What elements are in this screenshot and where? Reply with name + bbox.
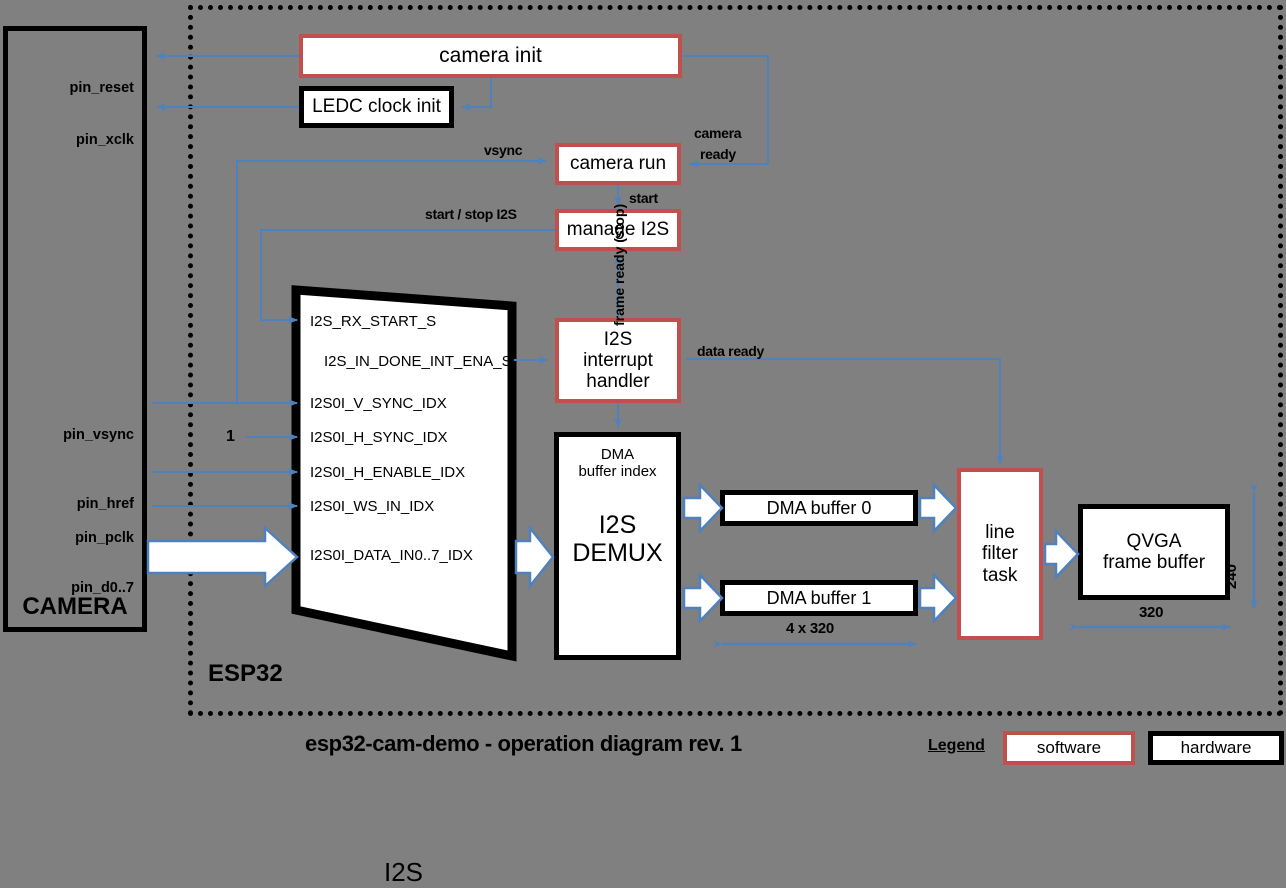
diagram-title: esp32-cam-demo - operation diagram rev. … bbox=[305, 731, 742, 756]
legend-software-swatch: software bbox=[1003, 731, 1135, 765]
i2s-demux-top-line-2: buffer index bbox=[578, 462, 657, 480]
i2s-signal-i2s0i_h_enable_idx: I2S0I_H_ENABLE_IDX bbox=[310, 464, 466, 481]
pin-label-pin_xclk: pin_xclk bbox=[75, 132, 134, 148]
esp32-label: ESP32 bbox=[208, 660, 283, 687]
dma-buffer-0-label: DMA buffer 0 bbox=[766, 497, 872, 518]
i2s-interrupt-handler-line-1: I2S bbox=[603, 328, 633, 350]
legend-hardware-label: hardware bbox=[1180, 738, 1252, 758]
line-filter-task-line-3: task bbox=[982, 564, 1018, 586]
camera-block: pin_reset pin_xclk pin_vsync pin_href pi… bbox=[3, 26, 147, 632]
manage-i2s-block[interactable]: manage I2S bbox=[555, 209, 681, 251]
pin-label-pin_reset: pin_reset bbox=[69, 80, 134, 96]
dma-buffer-0-block[interactable]: DMA buffer 0 bbox=[720, 490, 918, 526]
i2s-signal-i2s_in_done_int_ena_s: I2S_IN_DONE_INT_ENA_S bbox=[324, 353, 512, 370]
camera-title: CAMERA bbox=[22, 593, 128, 620]
pin-label-pin_pclk: pin_pclk bbox=[75, 530, 134, 546]
label-vsync: vsync bbox=[484, 142, 523, 158]
dma-buffer-1-block[interactable]: DMA buffer 1 bbox=[720, 580, 918, 616]
i2s-demux-block[interactable]: DMA buffer index I2S DEMUX bbox=[554, 432, 681, 660]
qvga-frame-buffer-line-1: QVGA bbox=[1126, 530, 1182, 552]
pin-label-pin_href: pin_href bbox=[76, 496, 134, 512]
line-filter-task-line-2: filter bbox=[982, 543, 1018, 565]
i2s-interrupt-handler-block[interactable]: I2S interrupt handler bbox=[555, 318, 681, 403]
label-constant-one: 1 bbox=[226, 428, 235, 445]
camera-init-block[interactable]: camera init bbox=[299, 34, 682, 78]
line-filter-task-line-1: line bbox=[985, 522, 1015, 544]
qvga-frame-buffer-block[interactable]: QVGA frame buffer bbox=[1078, 504, 1230, 600]
diagram-canvas: ESP32 pin_reset pin_xclk pin_vsync pin_h… bbox=[3, 5, 1284, 887]
camera-init-label: camera init bbox=[439, 44, 542, 68]
i2s-signal-i2s0i_h_sync_idx: I2S0I_H_SYNC_IDX bbox=[310, 429, 448, 446]
label-frame-ready-stop: frame ready (stop) bbox=[611, 203, 627, 326]
legend-label: Legend bbox=[928, 737, 985, 754]
camera-run-label: camera run bbox=[569, 153, 667, 175]
i2s-signal-i2s0i_ws_in_idx: I2S0I_WS_IN_IDX bbox=[310, 498, 435, 515]
i2s-interrupt-handler-line-2: interrupt bbox=[583, 349, 653, 371]
label-camera-ready-1: camera bbox=[694, 125, 742, 141]
label-frame-width: 320 bbox=[1139, 604, 1164, 621]
label-data-ready: data ready bbox=[697, 343, 765, 359]
label-start: start bbox=[629, 190, 658, 206]
ledc-clock-init-block[interactable]: LEDC clock init bbox=[299, 86, 454, 128]
pin-label-pin_d0_7: pin_d0..7 bbox=[71, 580, 134, 596]
i2s-signal-i2s0i_v_sync_idx: I2S0I_V_SYNC_IDX bbox=[310, 395, 447, 412]
esp32-boundary bbox=[188, 5, 1283, 716]
manage-i2s-label: manage I2S bbox=[566, 219, 670, 241]
i2s-interrupt-handler-line-3: handler bbox=[586, 371, 650, 393]
i2s-title: I2S bbox=[384, 857, 424, 887]
i2s-demux-title-line-1: I2S bbox=[598, 510, 637, 539]
line-filter-task-block[interactable]: line filter task bbox=[957, 468, 1043, 640]
qvga-frame-buffer-line-2: frame buffer bbox=[1102, 552, 1206, 573]
legend-hardware-swatch: hardware bbox=[1148, 731, 1284, 765]
ledc-clock-init-label: LEDC clock init bbox=[312, 96, 441, 118]
dma-buffer-1-label: DMA buffer 1 bbox=[766, 587, 872, 608]
i2s-demux-title-line-2: DEMUX bbox=[572, 538, 663, 567]
i2s-demux-top-line-1: DMA bbox=[600, 446, 635, 463]
i2s-block[interactable]: I2S_RX_START_S I2S_IN_DONE_INT_ENA_S I2S… bbox=[288, 282, 520, 887]
label-start-stop-i2s: start / stop I2S bbox=[425, 206, 517, 222]
i2s-signal-i2s0i_data_in0_7_idx: I2S0I_DATA_IN0..7_IDX bbox=[310, 547, 473, 564]
camera-run-block[interactable]: camera run bbox=[555, 143, 681, 185]
label-camera-ready-2: ready bbox=[700, 146, 736, 162]
legend-software-label: software bbox=[1036, 738, 1102, 758]
label-frame-height: 240 bbox=[1223, 563, 1240, 589]
label-dma-width: 4 x 320 bbox=[786, 620, 834, 637]
i2s-signal-i2s_rx_start_s: I2S_RX_START_S bbox=[310, 313, 437, 330]
pin-label-pin_vsync: pin_vsync bbox=[63, 427, 134, 443]
